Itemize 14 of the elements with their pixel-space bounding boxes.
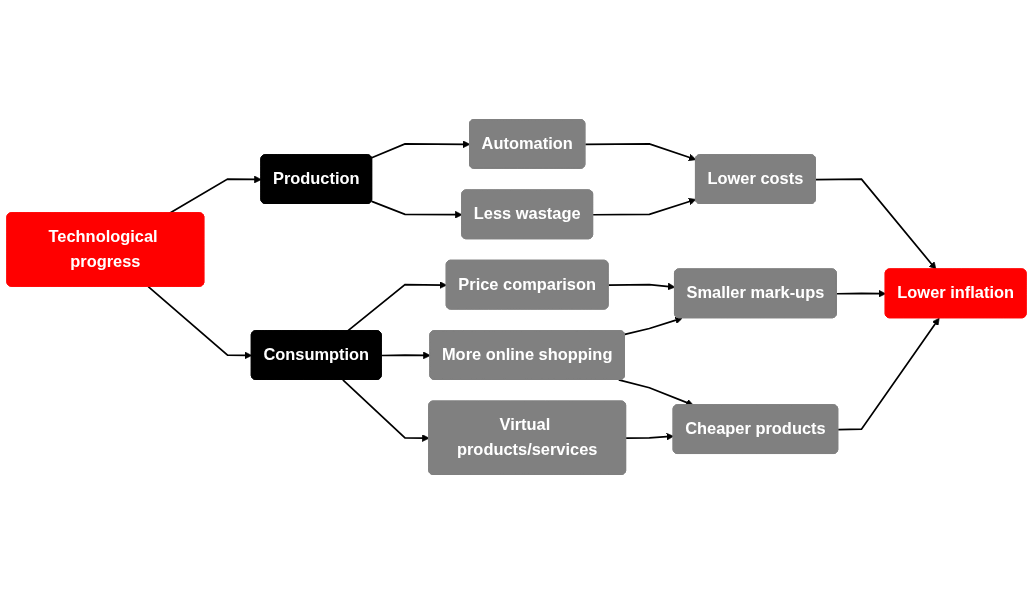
arrow: [584, 143, 697, 162]
arrow: [814, 178, 937, 270]
arrow: [370, 200, 463, 219]
arrow: [147, 285, 253, 360]
arrow: [625, 432, 674, 441]
arrow: [623, 316, 683, 336]
arrow: [370, 140, 471, 159]
arrow: [607, 282, 676, 291]
arrow: [835, 289, 886, 298]
arrow: [837, 317, 940, 431]
arrow: [380, 351, 431, 360]
arrow: [592, 197, 697, 216]
arrow: [346, 281, 447, 332]
arrow: [342, 379, 430, 442]
